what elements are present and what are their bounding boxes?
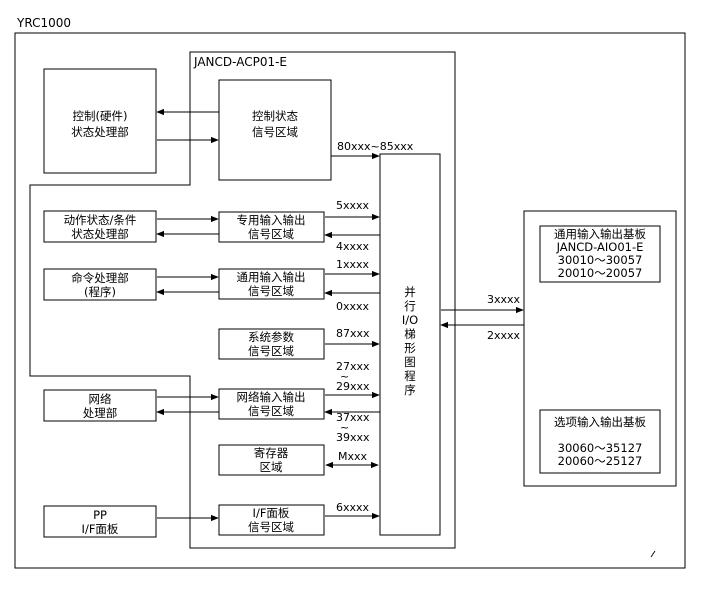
- signal-network-io-line1: 网络输入输出: [237, 390, 306, 404]
- block-network-proc-line1: 网络: [89, 392, 112, 406]
- signal-sys-param-line2: 信号区域: [248, 344, 294, 358]
- ladder-char-3: I/O: [402, 313, 418, 327]
- signal-dedicated-io-line1: 专用输入输出: [237, 213, 306, 227]
- signal-ctrl-status: 控制状态 信号区域: [218, 79, 332, 181]
- block-cmd-proc-line1: 命令处理部: [71, 271, 129, 285]
- addr-if: 6xxxx: [336, 501, 370, 514]
- block-pp-panel-line2: I/F面板: [82, 522, 119, 536]
- ladder-char-8: 序: [404, 383, 416, 397]
- signal-if-panel-line2: 信号区域: [248, 520, 294, 534]
- signal-sys-param: 系统参数 信号区域: [218, 328, 325, 360]
- addr-net-in-1: 37xxx: [336, 411, 370, 424]
- option-board-line3: 20060～25127: [558, 454, 643, 468]
- block-action-status-line1: 动作状态/条件: [64, 213, 137, 227]
- stray-mark: [650, 550, 656, 558]
- signal-network-io: 网络输入输出 信号区域: [218, 388, 325, 420]
- signal-dedicated-io: 专用输入输出 信号区域: [218, 211, 325, 243]
- addr-reg: Mxxx: [338, 450, 368, 463]
- addr-net-out-1: 27xxx: [336, 360, 370, 373]
- signal-ctrl-status-line1: 控制状态: [252, 109, 298, 123]
- signal-dedicated-io-line2: 信号区域: [248, 227, 294, 241]
- ladder-program: 并 行 I/O 梯 形 图 程 序: [379, 153, 441, 536]
- signal-network-io-line2: 信号区域: [248, 404, 294, 418]
- ladder-char-1: 并: [404, 285, 416, 299]
- block-ctrl-hw-line2: 状态处理部: [71, 125, 129, 139]
- signal-register: 寄存器 区域: [218, 444, 325, 476]
- general-board-line4: 20010～20057: [558, 266, 643, 280]
- signal-general-io-line2: 信号区域: [248, 284, 294, 298]
- addr-dedicated-in: 4xxxx: [336, 240, 370, 253]
- addr-net-out-2: ~: [340, 370, 349, 383]
- option-board-line1: 选项输入输出基板: [554, 415, 646, 429]
- block-pp-panel: PP I/F面板: [43, 505, 157, 538]
- option-io-board: 选项输入输出基板 30060～35127 20060～25127: [539, 409, 661, 474]
- signal-register-line2: 区域: [260, 460, 283, 474]
- ladder-char-6: 图: [404, 355, 416, 369]
- general-board-line1: 通用输入输出基板: [554, 227, 646, 241]
- acp-board-label: JANCD-ACP01-E: [193, 55, 287, 69]
- yrc1000-title: YRC1000: [16, 16, 71, 30]
- block-ctrl-hw: 控制(硬件) 状态处理部: [43, 68, 157, 174]
- addr-net-out-3: 29xxx: [336, 380, 370, 393]
- addr-sys: 87xxx: [336, 327, 370, 340]
- signal-ctrl-status-line2: 信号区域: [252, 125, 298, 139]
- block-network-proc: 网络 处理部: [43, 389, 157, 422]
- addr-ext-in: 2xxxx: [487, 329, 521, 342]
- addr-general-out: 1xxxx: [336, 258, 370, 271]
- block-ctrl-hw-line1: 控制(硬件): [73, 109, 128, 123]
- block-action-status: 动作状态/条件 状态处理部: [43, 210, 157, 243]
- block-action-status-line2: 状态处理部: [71, 227, 129, 241]
- signal-general-io-line1: 通用输入输出: [237, 270, 306, 284]
- addr-net-in-3: 39xxx: [336, 431, 370, 444]
- acp-board-frame: [29, 51, 456, 549]
- signal-if-panel-line1: I/F面板: [253, 506, 290, 520]
- signal-if-panel: I/F面板 信号区域: [218, 504, 325, 536]
- addr-ext-out: 3xxxx: [487, 293, 521, 306]
- ladder-char-7: 程: [404, 369, 416, 383]
- ladder-char-5: 形: [404, 341, 416, 355]
- signal-general-io: 通用输入输出 信号区域: [218, 268, 325, 300]
- addr-dedicated-out: 5xxxx: [336, 199, 370, 212]
- ladder-char-4: 梯: [404, 327, 416, 341]
- general-board-line3: 30010～30057: [558, 253, 643, 267]
- signal-sys-param-line1: 系统参数: [248, 330, 294, 344]
- block-cmd-proc: 命令处理部 (程序): [43, 268, 157, 301]
- ladder-char-2: 行: [404, 299, 416, 313]
- addr-general-in: 0xxxx: [336, 300, 370, 313]
- block-pp-panel-line1: PP: [93, 508, 107, 522]
- signal-register-line1: 寄存器: [254, 446, 289, 460]
- block-network-proc-line2: 处理部: [83, 406, 118, 420]
- block-cmd-proc-line2: (程序): [84, 285, 116, 299]
- general-board-line2: JANCD-AIO01-E: [556, 240, 644, 254]
- addr-net-in-2: ~: [340, 421, 349, 434]
- addr-ctrl: 80xxx~85xxx: [337, 140, 414, 153]
- option-board-line2: 30060～35127: [558, 441, 643, 455]
